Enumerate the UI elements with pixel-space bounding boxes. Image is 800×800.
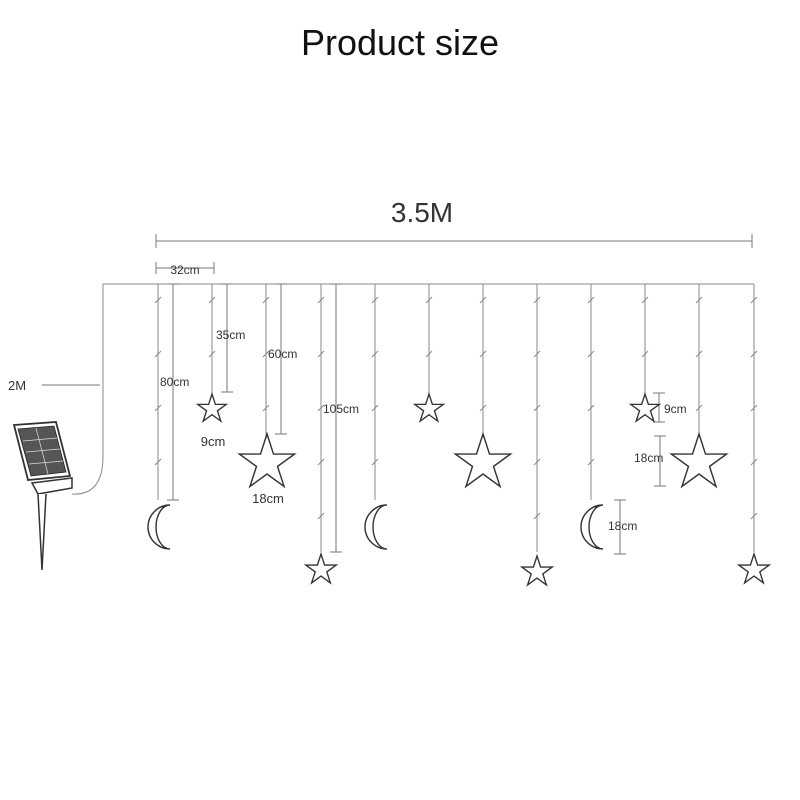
- strand-tick: [262, 296, 270, 304]
- strand-tick: [371, 458, 379, 466]
- strand-tick: [371, 296, 379, 304]
- strand-35-label: 35cm: [216, 328, 245, 342]
- big-star-size-label: 18cm: [252, 491, 284, 506]
- strand-tick: [479, 296, 487, 304]
- strand-tick: [641, 350, 649, 358]
- small-star-size-label: 9cm: [201, 434, 226, 449]
- star-icon: [198, 394, 227, 421]
- strand-ticks: [154, 296, 758, 520]
- strand-tick: [262, 350, 270, 358]
- total-width-label: 3.5M: [391, 197, 453, 228]
- strand-tick: [425, 350, 433, 358]
- strand-tick: [208, 296, 216, 304]
- spacing-dimension: [155, 262, 215, 274]
- strand-tick: [317, 296, 325, 304]
- strand-tick: [317, 350, 325, 358]
- big-star-right-label: 18cm: [634, 451, 663, 465]
- cable-label: 2M: [8, 378, 26, 393]
- strand-tick: [425, 296, 433, 304]
- strand-tick: [750, 296, 758, 304]
- strand-tick: [371, 350, 379, 358]
- strand-tick: [587, 350, 595, 358]
- strand-tick: [533, 404, 541, 412]
- strand-tick: [208, 350, 216, 358]
- strand-tick: [695, 350, 703, 358]
- strand-tick: [750, 512, 758, 520]
- strand-tick: [695, 404, 703, 412]
- strand-tick: [317, 458, 325, 466]
- strand-tick: [587, 458, 595, 466]
- strand-tick: [533, 458, 541, 466]
- strand-tick: [479, 350, 487, 358]
- strand-tick: [641, 296, 649, 304]
- star-icon: [239, 434, 294, 486]
- strand-tick: [317, 512, 325, 520]
- strand-tick: [262, 404, 270, 412]
- star-icon: [306, 554, 336, 583]
- strands: [157, 284, 755, 552]
- strand-tick: [479, 404, 487, 412]
- strand-60-label: 60cm: [268, 347, 297, 361]
- page-title: Product size: [300, 22, 500, 63]
- strand-tick: [587, 296, 595, 304]
- moon-size-label: 18cm: [608, 519, 637, 533]
- strand-tick: [533, 350, 541, 358]
- strand-tick: [371, 404, 379, 412]
- moon-icon: [364, 504, 388, 550]
- strand-tick: [317, 404, 325, 412]
- star-icon: [455, 434, 510, 486]
- strand-tick: [750, 404, 758, 412]
- star-icon: [631, 394, 660, 421]
- strand-80-label: 80cm: [160, 375, 189, 389]
- ornaments: [147, 394, 769, 585]
- small-star-right-label: 9cm: [664, 402, 687, 416]
- spacing-label: 32cm: [170, 263, 199, 277]
- star-icon: [522, 556, 552, 585]
- strand-tick: [154, 404, 162, 412]
- solar-panel-icon: [12, 421, 73, 571]
- measure-labels: 80cm 35cm 60cm 105cm 9cm 18cm 9cm 18cm 1…: [160, 328, 687, 533]
- strand-tick: [587, 404, 595, 412]
- strand-tick: [154, 350, 162, 358]
- strand-tick: [154, 458, 162, 466]
- strand-105-label: 105cm: [323, 402, 359, 416]
- moon-icon: [147, 504, 171, 550]
- strand-tick: [154, 296, 162, 304]
- star-icon: [739, 554, 769, 583]
- width-dimension: [155, 234, 753, 248]
- strand-tick: [695, 296, 703, 304]
- moon-icon: [580, 504, 604, 550]
- strand-tick: [533, 296, 541, 304]
- measure-lines: [167, 283, 666, 555]
- strand-tick: [750, 350, 758, 358]
- strand-tick: [533, 512, 541, 520]
- strand-tick: [750, 458, 758, 466]
- star-icon: [671, 434, 726, 486]
- star-icon: [415, 394, 444, 421]
